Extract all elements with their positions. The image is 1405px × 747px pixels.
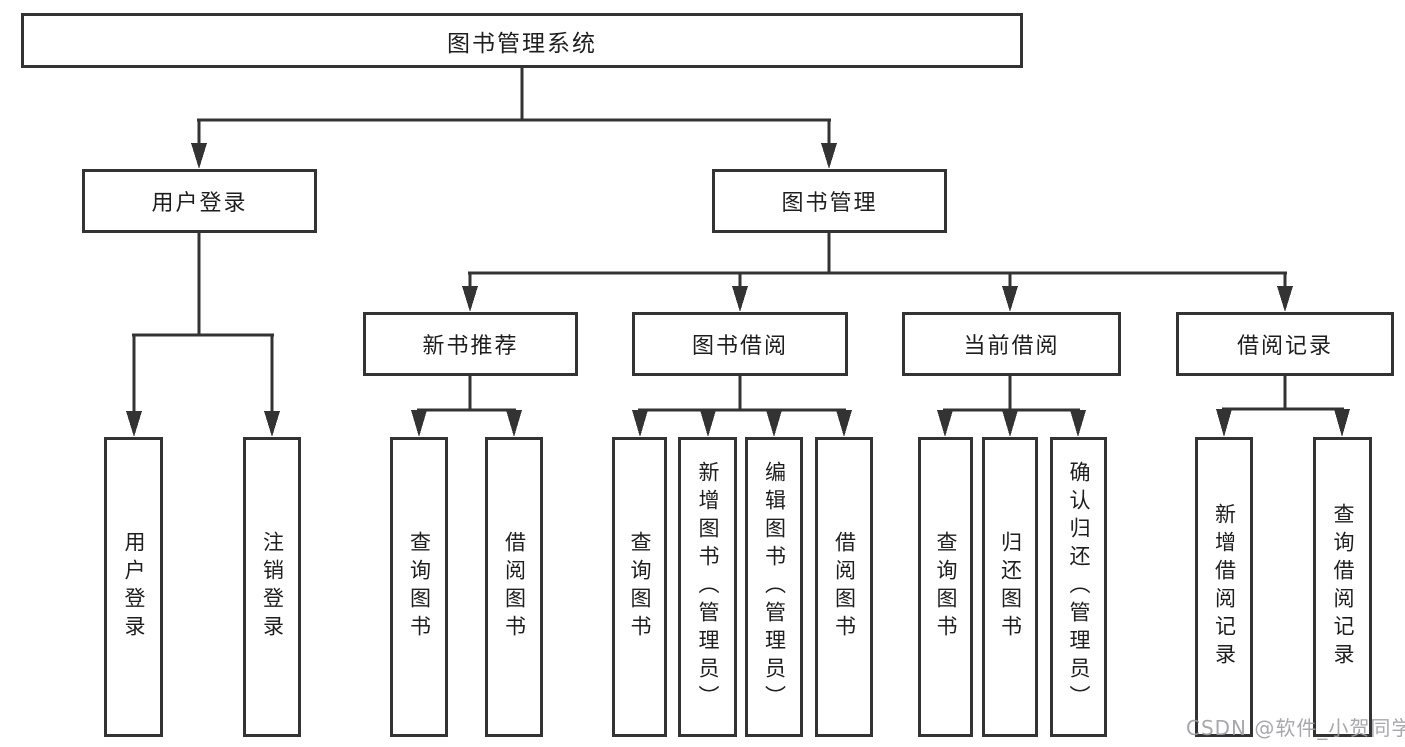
node-book-borrow-label: 图书借阅 xyxy=(691,334,788,359)
leaf-bb-query-books: 查询图书 xyxy=(612,437,667,737)
node-book-management: 图书管理 xyxy=(712,169,947,233)
leaf-cb-query-books-label: 查询图书 xyxy=(934,531,958,643)
csdn-watermark: CSDN @软件_小贺同学 xyxy=(1186,716,1405,740)
leaf-bb-edit-books-admin-label: 编辑图书（管理员） xyxy=(762,461,787,713)
leaf-br-query-record: 查询借阅记录 xyxy=(1313,437,1372,737)
node-book-management-label: 图书管理 xyxy=(781,191,878,216)
leaf-bb-edit-books-admin: 编辑图书（管理员） xyxy=(745,437,803,737)
connector-borrowrecords-to-leaves xyxy=(1216,374,1350,437)
node-new-book-recommend: 新书推荐 xyxy=(363,312,578,376)
leaf-bb-query-books-label: 查询图书 xyxy=(628,531,652,643)
leaf-cb-return-books: 归还图书 xyxy=(982,437,1038,737)
leaf-nbr-borrow-books: 借阅图书 xyxy=(485,437,543,737)
node-user-login: 用户登录 xyxy=(82,169,317,233)
connector-bookborrow-to-leaves xyxy=(632,374,852,437)
connector-root-to-level2 xyxy=(191,66,837,169)
leaf-nbr-borrow-books-label: 借阅图书 xyxy=(502,531,527,643)
leaf-logout: 注销登录 xyxy=(243,437,301,737)
node-user-login-label: 用户登录 xyxy=(151,191,248,216)
node-current-borrow: 当前借阅 xyxy=(902,312,1121,376)
connector-newbookrec-to-leaves xyxy=(411,374,522,437)
connector-userlogin-to-leaves xyxy=(126,231,280,437)
connector-currentborrow-to-leaves xyxy=(937,374,1086,437)
node-root-label: 图书管理系统 xyxy=(447,30,597,57)
node-book-borrow: 图书借阅 xyxy=(632,312,848,376)
node-new-book-recommend-label: 新书推荐 xyxy=(422,334,519,359)
node-root: 图书管理系统 xyxy=(21,13,1023,68)
connector-bookmgmt-to-level3 xyxy=(462,231,1293,312)
leaf-user-login: 用户登录 xyxy=(104,437,163,737)
leaf-bb-add-books-admin-label: 新增图书（管理员） xyxy=(696,461,720,713)
leaf-br-query-record-label: 查询借阅记录 xyxy=(1331,503,1355,671)
leaf-cb-return-books-label: 归还图书 xyxy=(998,531,1023,643)
leaf-cb-confirm-return-admin: 确认归还（管理员） xyxy=(1050,437,1107,737)
leaf-logout-label: 注销登录 xyxy=(260,531,285,643)
node-current-borrow-label: 当前借阅 xyxy=(963,334,1060,359)
leaf-cb-query-books: 查询图书 xyxy=(918,437,973,737)
node-borrow-records-label: 借阅记录 xyxy=(1236,334,1333,359)
node-borrow-records: 借阅记录 xyxy=(1176,312,1394,376)
leaf-bb-borrow-books: 借阅图书 xyxy=(815,437,873,737)
leaf-user-login-label: 用户登录 xyxy=(122,531,146,643)
leaf-bb-borrow-books-label: 借阅图书 xyxy=(832,531,857,643)
leaf-bb-add-books-admin: 新增图书（管理员） xyxy=(678,437,737,737)
leaf-br-add-record: 新增借阅记录 xyxy=(1195,437,1253,737)
leaf-nbr-query-books-label: 查询图书 xyxy=(407,531,432,643)
leaf-nbr-query-books: 查询图书 xyxy=(390,437,448,737)
leaf-br-add-record-label: 新增借阅记录 xyxy=(1212,503,1237,671)
leaf-cb-confirm-return-admin-label: 确认归还（管理员） xyxy=(1067,461,1091,713)
